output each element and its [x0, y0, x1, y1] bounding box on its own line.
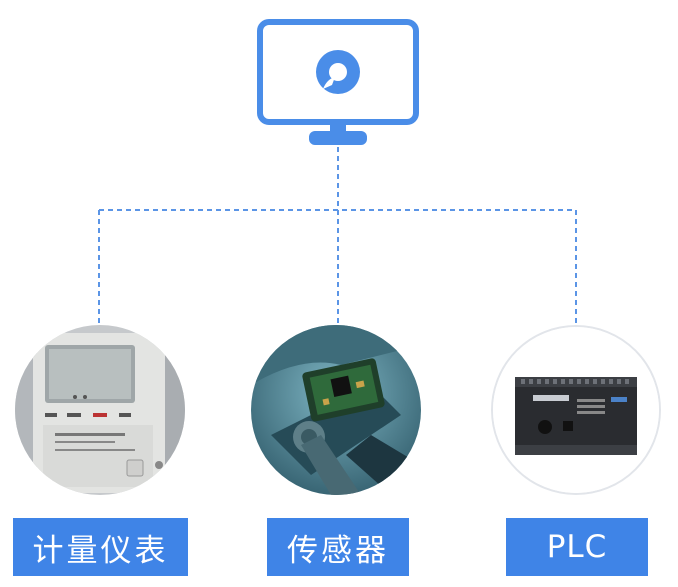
- device-sensor-image: [251, 325, 421, 495]
- monitor-icon: [257, 19, 419, 145]
- device-plc-image: [491, 325, 661, 495]
- label-plc: PLC: [506, 518, 648, 576]
- label-meter: 计量仪表: [13, 518, 188, 576]
- device-meter-image: [15, 325, 185, 495]
- circular-logo-icon: [316, 50, 360, 94]
- label-sensor: 传感器: [267, 518, 409, 576]
